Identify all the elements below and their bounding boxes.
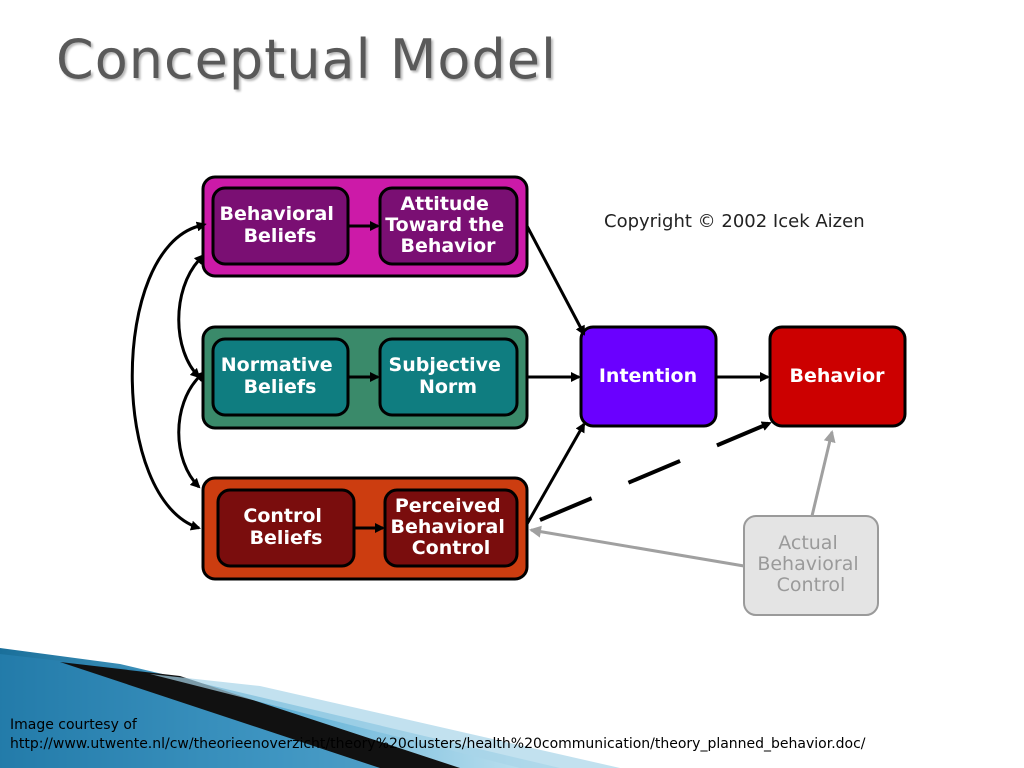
- footer-decoration: [0, 648, 620, 768]
- arrow-actual-to-behavior: [810, 430, 836, 517]
- subjective-norm-label: Subjective Norm: [389, 354, 508, 398]
- subjective-norm-box: [378, 337, 519, 417]
- correlation-arrow-lower: [177, 371, 205, 489]
- image-credit-url: http://www.utwente.nl/cw/theorieenoverzi…: [10, 736, 866, 752]
- correlation-arrow-upper: [177, 254, 205, 379]
- actual-control-label: Actual Behavioral Control: [757, 532, 864, 596]
- image-credit: Image courtesy of http://www.utwente.nl/…: [10, 716, 866, 754]
- behavior-box: [768, 325, 907, 428]
- intention-label: Intention: [599, 365, 697, 387]
- arrow-perceived-to-intention: [525, 422, 586, 525]
- normative-beliefs-label: Normative Beliefs: [221, 354, 339, 398]
- arrow-actual-to-perceived: [529, 525, 745, 568]
- page-title: Conceptual Model: [56, 28, 557, 91]
- arrow-attitude-to-intention: [525, 225, 586, 336]
- perceived-control-label: Perceived Behavioral Control: [391, 495, 512, 559]
- behavior-label: Behavior: [789, 365, 885, 387]
- arrow-perceived-to-behavior-dashed: [539, 421, 772, 522]
- attitude-box: [378, 186, 519, 266]
- image-credit-line1: Image courtesy of: [10, 717, 137, 733]
- behavioral-beliefs-label: Behavioral Beliefs: [220, 203, 341, 247]
- perceived-control-box: [383, 488, 519, 568]
- copyright-notice: Copyright © 2002 Icek Aizen: [604, 211, 865, 232]
- control-beliefs-label: Control Beliefs: [243, 505, 328, 549]
- theory-of-planned-behavior-diagram: Behavioral Beliefs Attitude Toward the B…: [130, 175, 907, 616]
- correlation-arrow-outer: [130, 221, 207, 531]
- attitude-label: Attitude Toward the Behavior: [385, 193, 511, 257]
